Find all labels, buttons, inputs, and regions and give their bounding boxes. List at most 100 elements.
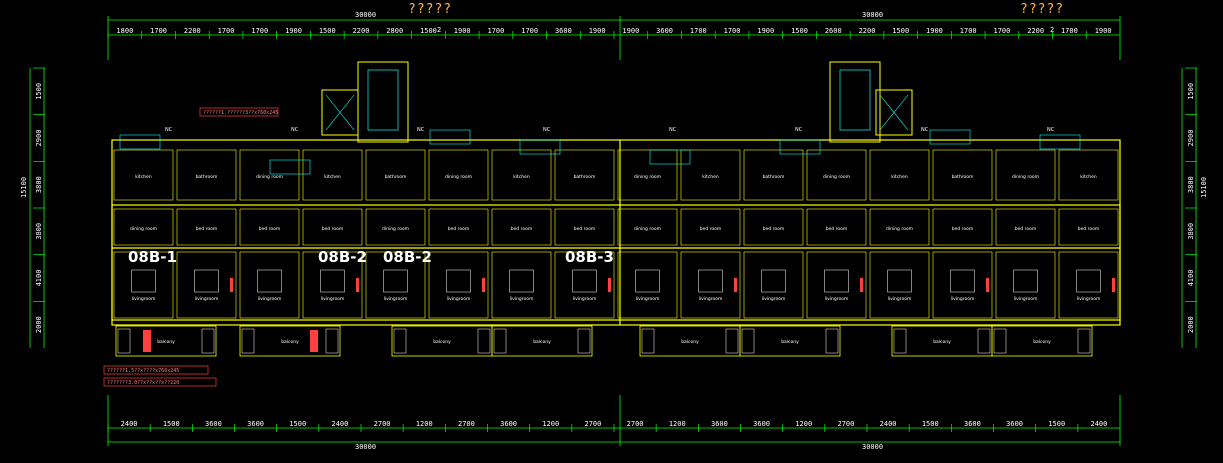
dimension-label: 1200	[669, 420, 686, 428]
dimension-label: 1700	[150, 27, 167, 35]
legend-notes: ??????1.??????3??x760x245 ??????1.5??x??…	[103, 107, 279, 387]
dimension-label: 1900	[285, 27, 302, 35]
dimension-label: 1900	[926, 27, 943, 35]
dimension-label: 2800	[386, 27, 403, 35]
dimension-label: 1700	[724, 27, 741, 35]
unit-label-08B-2-a: 08B-2	[318, 248, 367, 266]
service-room	[617, 149, 678, 201]
living-room	[302, 251, 363, 319]
service-room	[932, 149, 993, 201]
living-room	[176, 251, 237, 319]
dimension-label: 1500	[791, 27, 808, 35]
dimension-label: 1500	[35, 83, 43, 100]
balcony-rail	[201, 328, 215, 354]
living-room	[743, 251, 804, 319]
room-label: balcony	[1033, 339, 1051, 345]
room-label: livingroom	[1014, 296, 1038, 302]
living-room	[869, 251, 930, 319]
dimension-label: 3800	[35, 176, 43, 193]
room-label: dining room	[634, 174, 661, 180]
service-room	[1058, 149, 1119, 201]
dimension-label: 1500	[922, 420, 939, 428]
dimension-label: 1700	[1061, 27, 1078, 35]
dimension-label: 3600	[500, 420, 517, 428]
nc-tag: NC	[921, 127, 929, 133]
dimension-label: 2600	[825, 27, 842, 35]
balcony-rail	[1077, 328, 1091, 354]
bed-room	[113, 208, 174, 246]
room-label: kitchen	[1080, 174, 1097, 180]
fixture-block	[649, 149, 691, 165]
room-label: bed room	[259, 226, 281, 232]
room-label: balcony	[681, 339, 699, 345]
room-label: dining room	[823, 174, 850, 180]
dimension-label: 3600	[964, 420, 981, 428]
stair-core-left	[321, 61, 409, 143]
balcony-rail	[393, 328, 407, 354]
dimension-label: 3600	[656, 27, 673, 35]
furniture	[194, 269, 219, 293]
dimension-label: 1200	[795, 420, 812, 428]
service-room	[554, 149, 615, 201]
dimension-label: 2200	[1027, 27, 1044, 35]
service-room	[428, 149, 489, 201]
balcony-rail	[741, 328, 755, 354]
radiator-mark	[356, 278, 359, 292]
dimension-label: 1500	[289, 420, 306, 428]
balcony	[239, 325, 341, 357]
bed-room	[680, 208, 741, 246]
dimension-label: 1700	[251, 27, 268, 35]
bed-room	[617, 208, 678, 246]
dimension-label: 3600	[555, 27, 572, 35]
dimension-label: 1200	[542, 420, 559, 428]
balcony-rail	[577, 328, 591, 354]
nc-tag: NC	[291, 127, 299, 133]
room-label: dining room	[382, 226, 409, 232]
room-label: bathroom	[952, 174, 974, 180]
room-label: bed room	[763, 226, 785, 232]
stair-core-right	[829, 61, 913, 143]
nc-tag: NC	[417, 127, 425, 133]
bed-room	[176, 208, 237, 246]
living-room	[491, 251, 552, 319]
room-label: dining room	[256, 174, 283, 180]
room-label: dining room	[886, 226, 913, 232]
radiator-mark	[986, 278, 989, 292]
balcony	[991, 325, 1093, 357]
dimension-label: 3600	[247, 420, 264, 428]
dimension-label: 3600	[711, 420, 728, 428]
room-label: balcony	[933, 339, 951, 345]
room-label: balcony	[781, 339, 799, 345]
furniture	[509, 269, 534, 293]
service-room	[491, 149, 552, 201]
balcony-rail	[725, 328, 739, 354]
dimension-label: 1500	[420, 27, 437, 35]
bed-room	[869, 208, 930, 246]
room-label: livingroom	[195, 296, 219, 302]
furniture	[698, 269, 723, 293]
dimension-label: 1700	[690, 27, 707, 35]
fixture-block	[429, 129, 471, 145]
unit-label-08B-2-b: 08B-2	[383, 248, 432, 266]
unit-label-08B-1: 08B-1	[128, 248, 177, 266]
dimension-label: 1200	[416, 420, 433, 428]
axis-mark-right: 2	[1050, 26, 1054, 34]
dimension-label: 1800	[116, 27, 133, 35]
dimension-label: 1500	[319, 27, 336, 35]
building-walls	[111, 139, 1121, 326]
living-room	[680, 251, 741, 319]
plan-title-left: ?????	[408, 2, 452, 17]
living-room	[428, 251, 489, 319]
room-label: kitchen	[135, 174, 152, 180]
room-label: bed room	[511, 226, 533, 232]
room-label: bed room	[826, 226, 848, 232]
balcony-rail	[641, 328, 655, 354]
dimension-label: 3800	[1187, 223, 1195, 240]
bed-room	[932, 208, 993, 246]
room-label: dining room	[1012, 174, 1039, 180]
furniture	[257, 269, 282, 293]
dimension-label: 1700	[488, 27, 505, 35]
room-label: livingroom	[132, 296, 156, 302]
